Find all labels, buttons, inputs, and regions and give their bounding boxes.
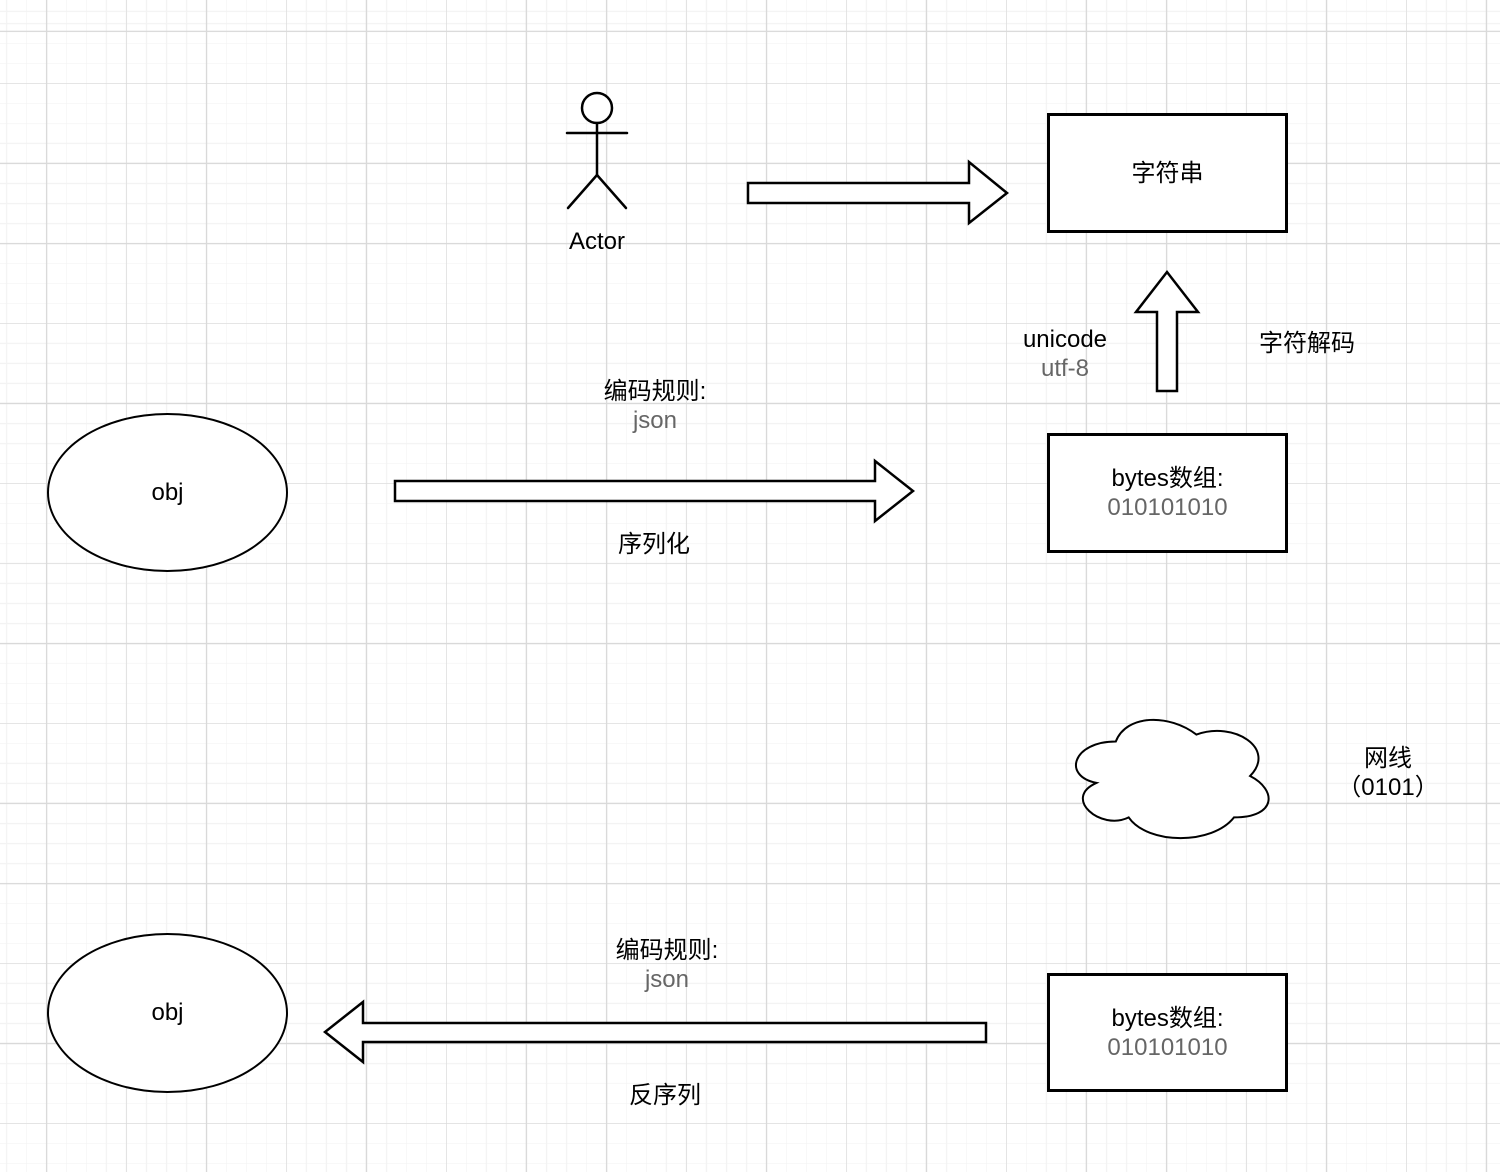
deserialize-rule-label[interactable]: 编码规则: json <box>616 936 719 994</box>
network-cloud[interactable] <box>1076 720 1269 838</box>
obj-node-top[interactable]: obj <box>47 413 288 572</box>
cloud-label-name: 网线 <box>1363 745 1412 772</box>
actor-label[interactable]: Actor <box>568 228 626 255</box>
arrow-deserialize[interactable] <box>325 1002 986 1062</box>
cloud-label-detail: （0101） <box>1337 774 1439 801</box>
serialize-label[interactable]: 序列化 <box>618 531 690 558</box>
actor-leg-right <box>597 175 626 208</box>
string-node-label: 字符串 <box>1131 159 1204 187</box>
obj-node-bottom[interactable]: obj <box>47 933 288 1093</box>
deserialize-rule-title: 编码规则: <box>615 937 719 964</box>
arrow-serialize[interactable] <box>395 461 913 521</box>
bytes-node-bottom-title: bytes数组: <box>1111 1004 1224 1032</box>
unicode-label[interactable]: unicode utf-8 <box>1023 325 1107 383</box>
serialize-rule-value: json <box>632 407 678 434</box>
bytes-node-bottom[interactable]: bytes数组: 010101010 <box>1047 973 1288 1092</box>
string-node[interactable]: 字符串 <box>1047 113 1288 233</box>
obj-node-bottom-label: obj <box>151 999 184 1026</box>
deserialize-rule-value: json <box>644 966 690 993</box>
bytes-node-bottom-value: 010101010 <box>1107 1033 1228 1061</box>
arrow-actor-to-string[interactable] <box>748 162 1007 223</box>
decode-label[interactable]: 字符解码 <box>1259 330 1355 357</box>
actor-figure[interactable] <box>567 93 627 208</box>
bytes-node-top-title: bytes数组: <box>1111 465 1224 492</box>
unicode-label-line2: utf-8 <box>1040 355 1090 382</box>
cloud-label[interactable]: 网线 （0101） <box>1337 744 1438 802</box>
bytes-node-top-value: 010101010 <box>1107 494 1228 521</box>
unicode-label-line1: unicode <box>1022 326 1108 353</box>
serialize-rule-title: 编码规则: <box>603 378 707 405</box>
bytes-node-top[interactable]: bytes数组: 010101010 <box>1047 433 1288 553</box>
obj-node-top-label: obj <box>151 478 184 506</box>
actor-leg-left <box>568 175 597 208</box>
serialize-rule-label[interactable]: 编码规则: json <box>604 377 707 435</box>
deserialize-label[interactable]: 反序列 <box>629 1082 701 1109</box>
actor-head <box>582 93 612 123</box>
arrow-decode-up[interactable] <box>1136 272 1198 391</box>
